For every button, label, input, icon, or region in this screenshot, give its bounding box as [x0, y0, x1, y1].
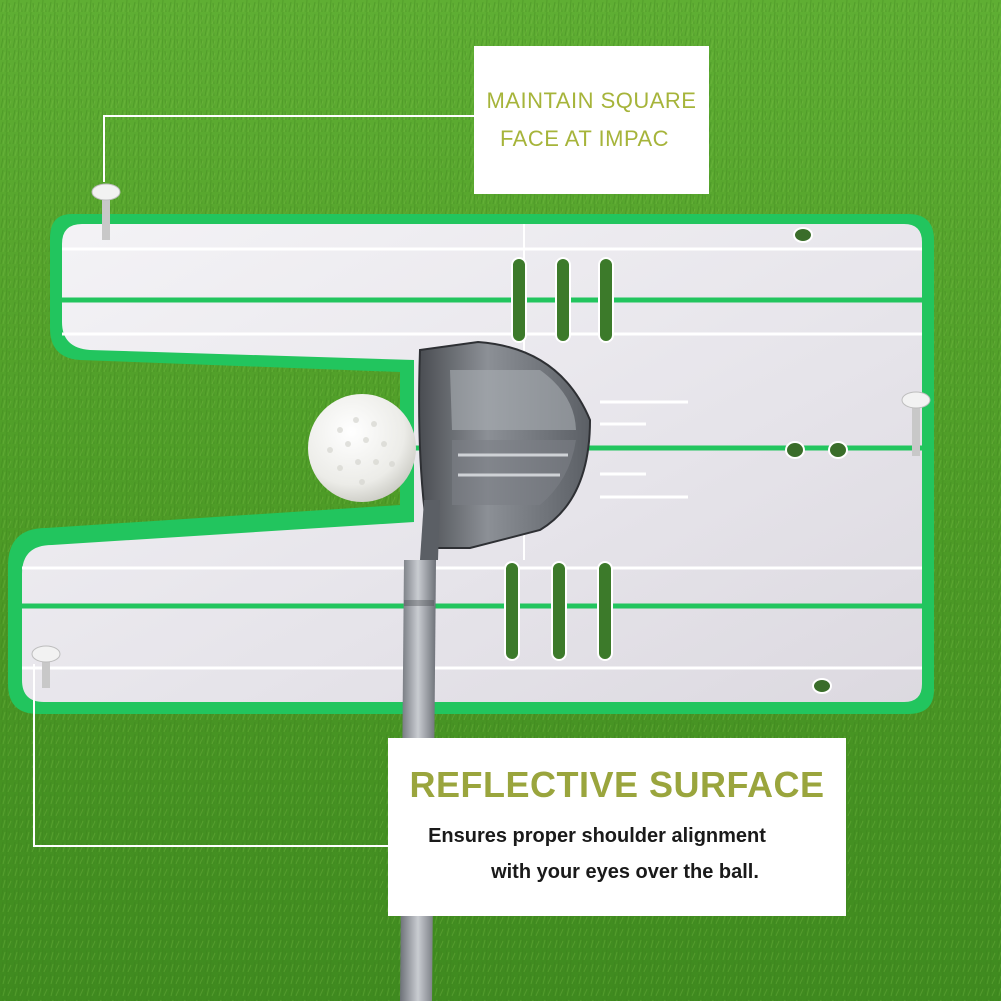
bottom-callout-line-1: Ensures proper shoulder alignment: [428, 825, 766, 847]
bottom-callout: REFLECTIVE SURFACE Ensures proper should…: [388, 738, 846, 916]
top-callout-line-1: MAINTAIN SQUARE: [486, 88, 697, 113]
bottom-callout-line-2: with your eyes over the ball.: [491, 861, 759, 883]
golf-ball: [308, 394, 416, 502]
mirror-holes: [785, 227, 848, 694]
bottom-callout-heading: REFLECTIVE SURFACE: [409, 764, 825, 805]
callout-connectors: [33, 115, 474, 847]
top-callout: MAINTAIN SQUARE FACE AT IMPAC: [474, 46, 709, 194]
putter-hosel: [420, 500, 440, 560]
top-alignment-slots: [511, 257, 614, 343]
bottom-alignment-slots: [504, 561, 613, 661]
tee-pins: [31, 183, 931, 688]
top-callout-line-2: FACE AT IMPAC: [499, 126, 670, 151]
